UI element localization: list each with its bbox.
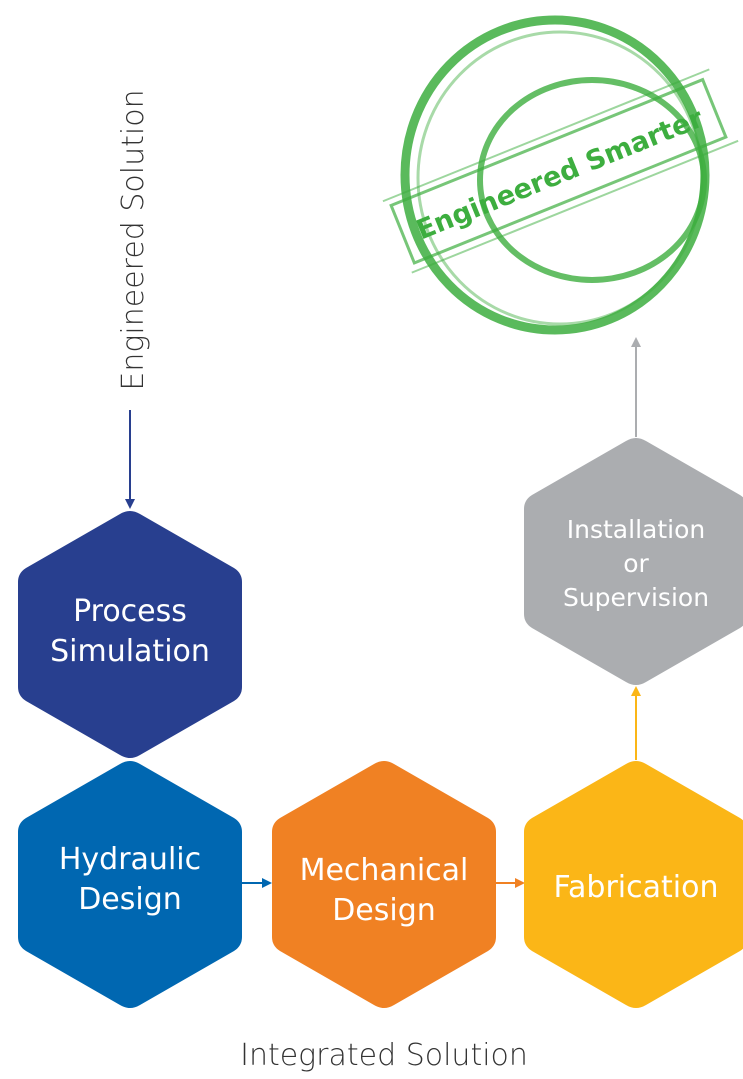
engineered-smarter-stamp: Engineered Smarter [382,15,739,335]
step-process-simulation[interactable]: Process Simulation [18,511,242,758]
step-label-line1: Hydraulic [59,842,201,877]
hexagon-process-simulation [18,511,242,758]
step-label-line3: Supervision [563,583,709,612]
step-installation-or-supervision[interactable]: Installation or Supervision [524,438,743,685]
hexagon-installation [524,438,743,685]
step-hydraulic-design[interactable]: Hydraulic Design [18,761,242,1008]
step-label-line1: Process [73,594,187,629]
integrated-solution-label: Integrated Solution [240,1038,528,1073]
step-label-line1: Mechanical [300,853,469,888]
hexagon-fabrication [524,761,743,1008]
step-mechanical-design[interactable]: Mechanical Design [272,761,496,1008]
step-label-line2: Design [332,893,436,928]
hexagon-mechanical-design [272,761,496,1008]
step-label-line2: Design [78,882,182,917]
step-label-line1: Fabrication [554,870,719,905]
step-label-line2: Simulation [50,634,210,669]
step-label-line1: Installation [567,515,705,544]
hexagon-hydraulic-design [18,761,242,1008]
engineered-solution-label: Engineered Solution [116,89,151,390]
step-fabrication[interactable]: Fabrication [524,761,743,1008]
stamp-text: Engineered Smarter [412,103,708,247]
step-label-line2: or [623,549,649,578]
